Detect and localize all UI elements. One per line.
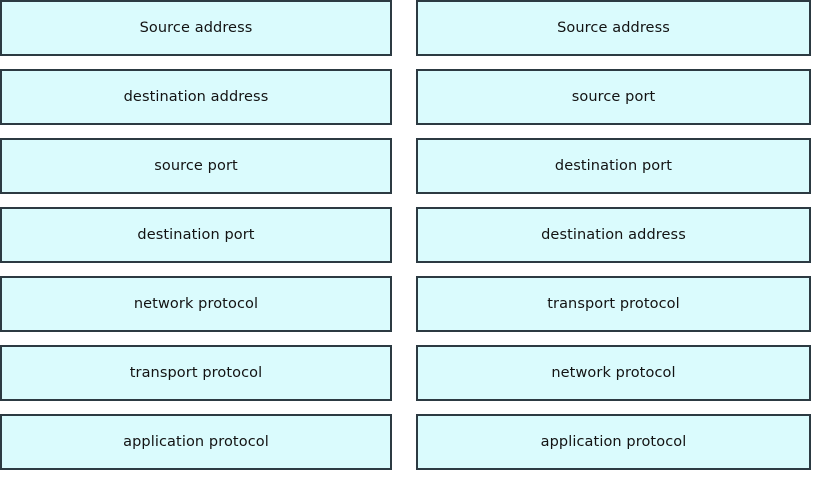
field-label: transport protocol [129, 364, 263, 381]
field-box[interactable]: application protocol [0, 414, 392, 470]
field-box[interactable]: network protocol [416, 345, 811, 401]
field-box[interactable]: Source address [416, 0, 811, 56]
field-box[interactable]: destination port [416, 138, 811, 194]
field-box[interactable]: transport protocol [0, 345, 392, 401]
field-label: destination port [554, 157, 673, 174]
field-label: application protocol [540, 433, 687, 450]
field-label: source port [154, 157, 238, 174]
field-box[interactable]: Source address [0, 0, 392, 56]
field-label: destination address [541, 226, 686, 243]
field-comparison-diagram: Source address destination address sourc… [0, 0, 813, 471]
field-box[interactable]: source port [0, 138, 392, 194]
field-box[interactable]: destination port [0, 207, 392, 263]
field-box[interactable]: destination address [0, 69, 392, 125]
field-label: destination port [137, 226, 255, 243]
field-box[interactable]: transport protocol [416, 276, 811, 332]
field-box[interactable]: source port [416, 69, 811, 125]
left-column: Source address destination address sourc… [0, 0, 392, 483]
field-label: Source address [557, 19, 670, 36]
field-label: transport protocol [547, 295, 680, 312]
field-label: destination address [123, 88, 269, 105]
field-label: Source address [139, 19, 253, 36]
field-box[interactable]: destination address [416, 207, 811, 263]
field-label: network protocol [133, 295, 259, 312]
field-label: application protocol [123, 433, 269, 450]
field-box[interactable]: network protocol [0, 276, 392, 332]
field-box[interactable]: application protocol [416, 414, 811, 470]
field-label: network protocol [551, 364, 676, 381]
right-column: Source address source port destination p… [416, 0, 811, 483]
field-label: source port [571, 88, 656, 105]
